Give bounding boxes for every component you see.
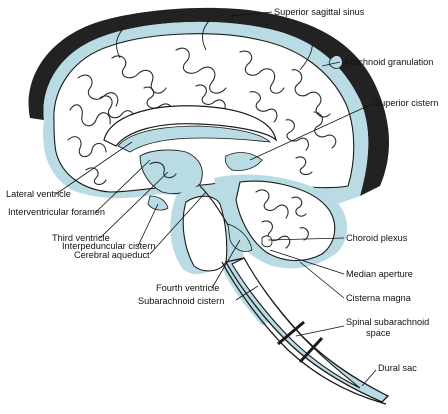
leader-fourth-ventricle xyxy=(211,239,241,289)
leader-superior-cistern xyxy=(249,103,373,161)
label-dural-sac: Dural sac xyxy=(378,363,417,373)
leader-superior-sagittal-sinus xyxy=(229,11,273,17)
cerebral-gyri xyxy=(67,47,337,186)
label-lateral-ventricle: Lateral ventricle xyxy=(6,189,71,199)
label-interventricular-foramen: Interventricular foramen xyxy=(8,207,105,217)
leader-interpeduncular-cistern xyxy=(137,203,159,247)
interpeduncular-cistern xyxy=(147,195,169,211)
leader-choroid-plexus xyxy=(267,237,345,241)
label-superior-cistern: Superior cistern xyxy=(374,98,438,108)
superior-cistern xyxy=(224,152,263,171)
leader-spinal-subarachnoid-space xyxy=(295,325,345,337)
leader-cisterna-magna xyxy=(299,261,345,299)
choroid-plexus xyxy=(261,235,273,248)
leader-lateral-ventricle xyxy=(55,141,133,195)
label-cisterna-magna: Cisterna magna xyxy=(346,293,412,303)
leader-interventricular-foramen xyxy=(95,159,151,213)
arachnoid-granulation xyxy=(328,55,343,69)
label-arachnoid-granulation: Arachnoid granulation xyxy=(344,57,433,67)
label-superior-sagittal-sinus: Superior sagittal sinus xyxy=(274,7,365,17)
dural-sac xyxy=(221,261,387,405)
leader-subarachnoid-cistern xyxy=(235,285,259,301)
fourth-ventricle xyxy=(227,223,253,252)
leader-lines xyxy=(55,11,377,387)
label-choroid-plexus: Choroid plexus xyxy=(346,233,408,243)
label-spinal-subarachnoid-space-line2: space xyxy=(366,328,391,338)
label-fourth-ventricle: Fourth ventricle xyxy=(156,283,219,293)
spinal-tie-2 xyxy=(298,336,324,364)
leader-third-ventricle xyxy=(99,171,169,239)
corpus-callosum xyxy=(103,105,277,147)
leader-median-aperture xyxy=(269,249,345,275)
leader-arachnoid-granulation xyxy=(321,61,341,67)
leader-dural-sac xyxy=(361,369,377,387)
spinal-tie-1 xyxy=(277,320,305,346)
label-median-aperture: Median aperture xyxy=(346,269,413,279)
cerebellum xyxy=(235,180,336,262)
leader-cerebral-aqueduct xyxy=(149,191,207,255)
brain-illustration xyxy=(28,7,390,405)
label-cerebral-aqueduct: Cerebral aqueduct xyxy=(74,250,150,260)
lateral-ventricle xyxy=(117,125,272,153)
third-ventricle xyxy=(139,149,203,195)
label-spinal-subarachnoid-space-line1: Spinal subarachnoid xyxy=(346,317,429,327)
spinal-cord xyxy=(231,257,361,389)
label-interpeduncular-cistern: Interpeduncular cistern xyxy=(62,241,155,251)
label-subarachnoid-cistern: Subarachnoid cistern xyxy=(138,296,224,306)
labels: Superior sagittal sinus Arachnoid granul… xyxy=(6,7,438,373)
label-third-ventricle: Third ventricle xyxy=(52,233,110,243)
